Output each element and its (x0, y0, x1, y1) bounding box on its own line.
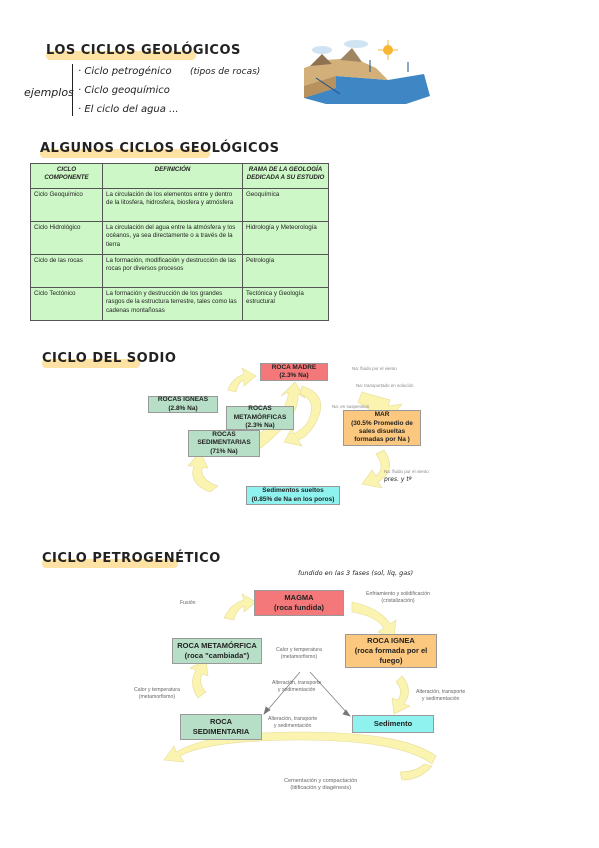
example-item: · Ciclo petrogénico (78, 66, 172, 77)
table-header: RAMA DE LA GEOLOGÍA DEDICADA A SU ESTUDI… (242, 163, 329, 189)
table-cell: La formación, modificación y destrucción… (102, 254, 243, 288)
examples-label: ejemplos (24, 86, 74, 99)
box-line: Sedimentos sueltos (262, 487, 324, 495)
box-line: MAR (374, 411, 390, 419)
process-label: Na: fluido por el viento (352, 366, 397, 371)
box-line: ROCA MADRE (271, 363, 317, 371)
box-line: (2.8% Na) (168, 404, 198, 412)
box-line: SEDIMENTARIA (192, 727, 250, 736)
box-line: sales disueltas (358, 428, 406, 435)
table-row: Ciclo Geoquímico La circulación de los e… (30, 188, 329, 222)
table-cell: La formación y destrucción de los grande… (102, 287, 243, 321)
example-note: (tipos de rocas) (190, 67, 261, 77)
section-title-petrogenetico: CICLO PETROGENÉTICO (42, 551, 221, 566)
table-cell: Ciclo de las rocas (30, 254, 103, 288)
section-title-sodio: CICLO DEL SODIO (42, 351, 177, 366)
examples-bracket (72, 64, 73, 116)
table-header: CICLO COMPONENTE (30, 163, 103, 189)
water-cycle-illustration (304, 40, 430, 104)
box-line: (0.85% de Na en los poros) (251, 495, 335, 503)
table-cell: Hidrología y Meteorología (242, 221, 329, 255)
box-line: (2.3% Na) (279, 372, 309, 379)
box-line: ROCAS (212, 430, 236, 438)
box-line: fuego) (379, 655, 403, 665)
box-line: ROCA IGNEA (367, 636, 415, 646)
box-line: ROCAS (248, 405, 272, 413)
box-line: (roca formada por el (354, 646, 428, 656)
geologic-cycles-table: CICLO COMPONENTE DEFINICIÓN RAMA DE LA G… (30, 163, 329, 321)
table-header: DEFINICIÓN (102, 163, 243, 189)
roca-madre-box: ROCA MADRE(2.3% Na) (260, 363, 328, 381)
magma-box: MAGMA(roca fundida) (254, 590, 344, 616)
table-cell: Ciclo Hidrológico (30, 221, 103, 255)
handwritten-note: fundido en las 3 fases (sol, líq, gas) (298, 569, 414, 577)
example-item: · Ciclo geoquímico (78, 85, 170, 96)
process-label: Na: transportado en solución (356, 383, 414, 388)
box-line: (2.3% Na) (245, 422, 275, 430)
box-line: (roca fundida) (274, 603, 324, 612)
process-label: Calor y temperatura(metamorfismo) (276, 647, 322, 660)
roca-metamorfica-box: ROCA METAMÓRFICA(roca "cambiada") (172, 638, 262, 664)
sedimentos-box: Sedimentos sueltos(0.85% de Na en los po… (246, 486, 340, 505)
box-line: MAGMA (284, 593, 314, 603)
process-label: Enfriamiento y solidificación(cristaliza… (366, 591, 431, 604)
table-cell: La circulación del agua entre la atmósfe… (102, 221, 243, 255)
table-row: Ciclo de las rocas La formación, modific… (30, 254, 329, 288)
handwritten-note: pres. y tª (384, 476, 412, 483)
process-label: Na: en suspensión (332, 404, 370, 409)
table-cell: Geoquímica (242, 188, 329, 222)
box-line: SEDIMENTARIAS (197, 439, 251, 447)
rocas-igneas-box: ROCAS IGNEAS(2.8% Na) (148, 396, 218, 413)
box-line: (71% Na) (210, 447, 238, 455)
box-line: ROCAS IGNEAS (157, 396, 209, 404)
box-line: (30.5% Promedio de (351, 419, 413, 427)
table-cell: La circulación de los elementos entre y … (102, 188, 243, 222)
process-label: Fusión (180, 600, 196, 606)
rock-cycle-arrows (163, 593, 437, 781)
section-title-ciclos: LOS CICLOS GEOLÓGICOS (46, 43, 241, 58)
sedimento-box: Sedimento (352, 715, 434, 733)
table-cell: Tectónica y Geología estructural (242, 287, 329, 321)
box-line: METAMÓRFICAS (233, 413, 287, 421)
process-label: Na: fluido por el viento (384, 469, 429, 474)
example-item: · El ciclo del agua ... (78, 104, 179, 115)
table-row: Ciclo Tectónico La formación y destrucci… (30, 287, 329, 321)
table-cell: Petrología (242, 254, 329, 288)
table-cell: Ciclo Geoquímico (30, 188, 103, 222)
table-row: Ciclo Hidrológico La circulación del agu… (30, 221, 329, 255)
process-label: Cementación y compactación(litificación … (284, 778, 358, 792)
table-cell: Ciclo Tectónico (30, 287, 103, 321)
box-line: (roca "cambiada") (184, 651, 250, 660)
section-title-algunos: ALGUNOS CICLOS GEOLÓGICOS (40, 141, 280, 156)
process-label: Calor y temperatura(metamorfismo) (134, 687, 180, 700)
table-header-row: CICLO COMPONENTE DEFINICIÓN RAMA DE LA G… (30, 163, 329, 189)
box-line: formadas por Na ) (354, 436, 410, 444)
box-line: ROCA (209, 717, 233, 727)
box-line: ROCA METAMÓRFICA (177, 641, 257, 651)
box-line: Sedimento (373, 719, 413, 729)
